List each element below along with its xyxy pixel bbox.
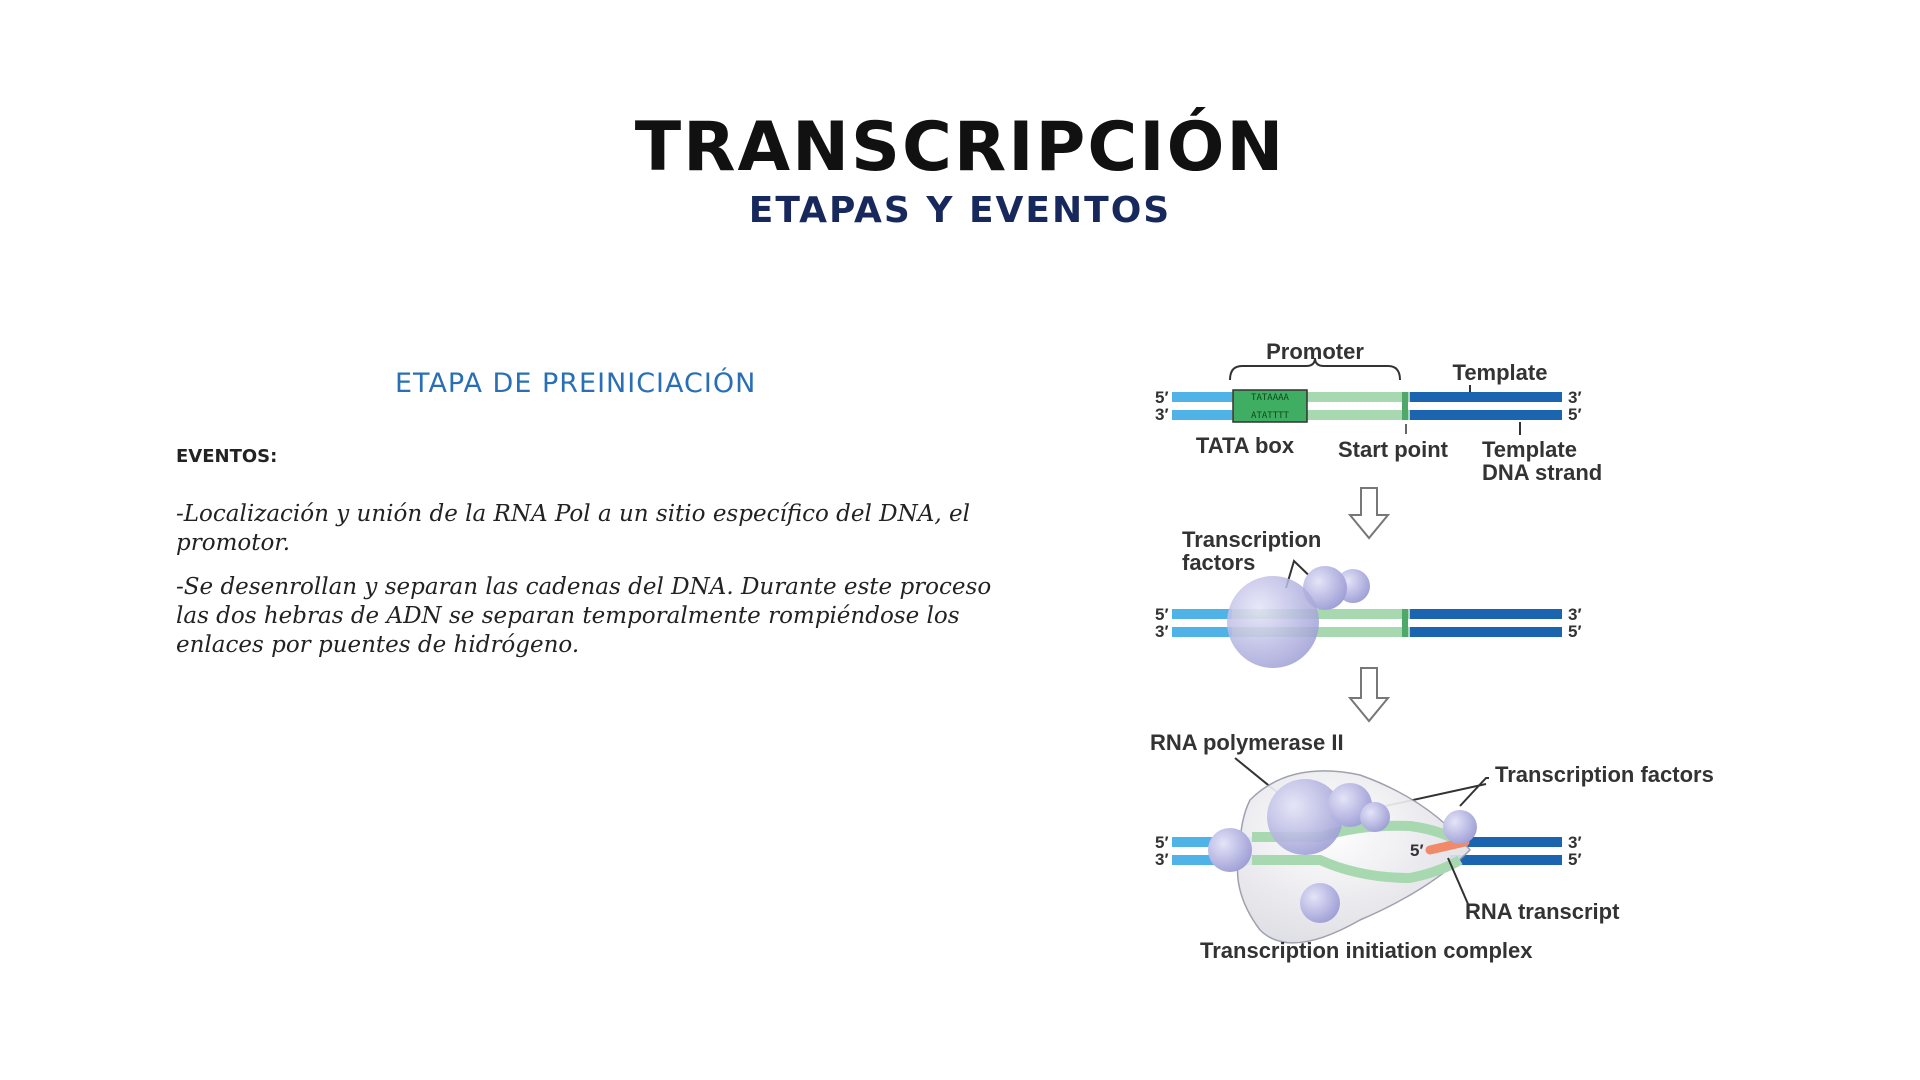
dna-strand-light — [1172, 392, 1232, 402]
panel-promoter: Promoter Template 5′ 3′ TATAAAA ATATTTT … — [1155, 339, 1602, 485]
event-item-2: -Se desenrollan y separan las cadenas de… — [176, 574, 992, 658]
end-label: 3′ — [1568, 605, 1582, 624]
dna-strand-dark — [1450, 855, 1562, 865]
end-label: 5′ — [1568, 622, 1582, 641]
transcription-diagram: Promoter Template 5′ 3′ TATAAAA ATATTTT … — [1150, 339, 1714, 963]
page-title: TRANSCRIPCIÓN — [634, 108, 1286, 187]
end-label: 5′ — [1155, 833, 1169, 852]
transcription-factors-right-label: Transcription factors — [1495, 762, 1714, 787]
rna-polymerase-label: RNA polymerase II — [1150, 730, 1344, 755]
event-item-1: -Localización y unión de la RNA Pol a un… — [176, 501, 970, 556]
tata-box — [1232, 389, 1308, 423]
dna-strand-dark — [1410, 609, 1562, 619]
dna-strand-dark — [1410, 392, 1562, 402]
tata-box-label: TATA box — [1196, 433, 1295, 458]
dna-strand-light — [1172, 609, 1232, 619]
dna-strand-dark — [1410, 627, 1562, 637]
initiation-complex-label: Transcription initiation complex — [1200, 938, 1533, 963]
transcription-factor-blob — [1443, 810, 1477, 844]
end-label: 5′ — [1155, 605, 1169, 624]
end-label: 5′ — [1568, 405, 1582, 424]
down-arrow — [1347, 487, 1391, 540]
promoter-region — [1252, 855, 1463, 884]
section-heading: ETAPA DE PREINICIACIÓN — [395, 368, 757, 399]
start-point-marker — [1402, 392, 1408, 420]
promoter-region — [1232, 609, 1410, 619]
transcription-factor-blob — [1303, 566, 1347, 610]
rna-transcript-label: RNA transcript — [1465, 899, 1620, 924]
tata-sequence: TATAAAA — [1251, 393, 1290, 403]
promoter-brace — [1229, 357, 1401, 381]
promoter-region — [1232, 627, 1410, 637]
page-subtitle: ETAPAS Y EVENTOS — [748, 190, 1172, 231]
down-arrow — [1347, 667, 1391, 723]
end-label: 5′ — [1155, 388, 1169, 407]
start-point-label: Start point — [1338, 437, 1449, 462]
panel-initiation-complex: RNA polymerase II Transcription factors … — [1150, 730, 1714, 963]
start-point-marker — [1402, 609, 1408, 637]
transcription-factors-label: factors — [1182, 550, 1255, 575]
end-label: 3′ — [1155, 850, 1169, 869]
end-label: 5′ — [1568, 850, 1582, 869]
rna-transcript-pointer — [1447, 857, 1469, 905]
factor-pointer — [1459, 777, 1489, 807]
end-label: 3′ — [1155, 622, 1169, 641]
template-dna-label: Template — [1482, 437, 1577, 462]
transcription-factor-blob — [1227, 576, 1319, 668]
rna-end-label: 5′ — [1410, 841, 1424, 860]
end-label: 3′ — [1568, 833, 1582, 852]
end-label: 3′ — [1568, 388, 1582, 407]
template-label: Template — [1453, 360, 1548, 385]
panel-transcription-factors: Transcription factors 5′ 3′ 3′ 5′ — [1155, 527, 1582, 668]
transcription-factor-blob — [1360, 802, 1390, 832]
transcription-factors-label: Transcription — [1182, 527, 1321, 552]
dna-strand-light — [1172, 410, 1232, 420]
promoter-region — [1232, 392, 1410, 402]
transcription-factor-blob — [1208, 828, 1252, 872]
transcription-factor-blob — [1300, 883, 1340, 923]
transcription-factor-blob — [1267, 779, 1343, 855]
end-label: 3′ — [1155, 405, 1169, 424]
promoter-region — [1232, 410, 1410, 420]
dna-strand-light — [1172, 627, 1232, 637]
tata-sequence: ATATTTT — [1251, 411, 1290, 421]
dna-strand-dark — [1450, 837, 1562, 847]
dna-strand-dark — [1410, 410, 1562, 420]
template-dna-label: DNA strand — [1482, 460, 1602, 485]
events-label: EVENTOS: — [176, 446, 278, 467]
